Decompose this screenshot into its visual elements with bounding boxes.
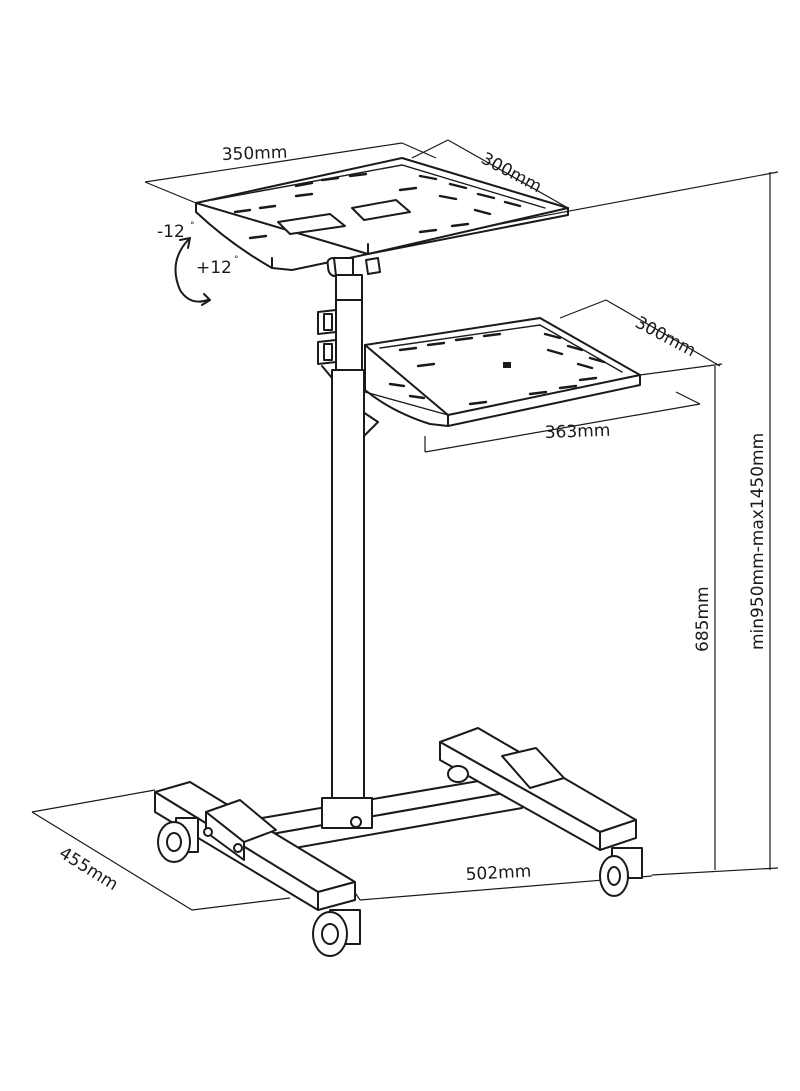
tilt-arrow-icon	[174, 239, 209, 303]
label-second-height: 685mm	[693, 586, 713, 652]
top-tray-slots	[233, 172, 522, 240]
dimension-lines	[31, 139, 779, 911]
dimension-labels: 350mm 300mm 300mm 363mm 685mm min950mm-m…	[55, 143, 768, 895]
tilt-head	[326, 257, 381, 306]
second-tray	[359, 317, 641, 441]
caster-front-left-icon	[157, 817, 199, 863]
second-tray-slots	[388, 332, 606, 406]
top-tray-cutout-left	[277, 213, 346, 235]
label-base-width: 502mm	[465, 862, 532, 885]
label-second-depth: 300mm	[632, 313, 699, 361]
dim-line-base-depth	[31, 811, 193, 911]
tilt-minus-degree: °	[190, 221, 195, 231]
column	[317, 299, 365, 801]
caster-back-right-icon	[599, 847, 643, 897]
label-overall-height: min950mm-max1450mm	[748, 433, 768, 650]
base	[154, 727, 637, 911]
top-tray	[195, 157, 569, 271]
label-base-depth: 455mm	[55, 843, 121, 895]
tilt-indicator: -12 ° +12 °	[157, 221, 239, 306]
label-second-width: 363mm	[544, 421, 610, 443]
tilt-minus-label: -12	[157, 222, 185, 242]
caster-front-right-icon	[312, 909, 361, 957]
dim-line-top-width	[144, 142, 403, 183]
dim-line-overall-top	[467, 171, 779, 231]
dim-line-second-width	[424, 403, 701, 453]
tilt-plus-degree: °	[234, 255, 239, 265]
dim-line-second-depth	[605, 299, 721, 367]
dim-line-top-depth	[447, 139, 569, 209]
top-tray-cutout-right	[351, 199, 411, 221]
tilt-plus-label: +12	[196, 258, 232, 278]
label-top-width: 350mm	[221, 143, 287, 165]
